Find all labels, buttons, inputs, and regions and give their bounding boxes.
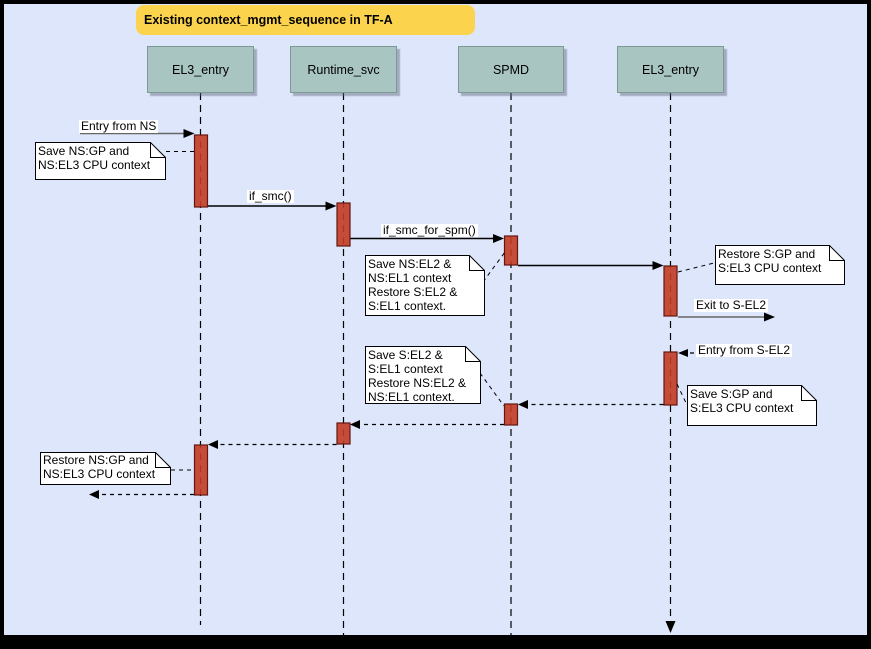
activation-bar bbox=[663, 265, 678, 317]
message-if-smc-for-spm bbox=[350, 234, 504, 243]
lifeline-label: EL3_entry bbox=[642, 62, 699, 77]
note-save-s-el2: Save S:EL2 & S:EL1 context Restore NS:EL… bbox=[365, 346, 481, 404]
message-if-smc bbox=[208, 201, 337, 211]
note-connectors bbox=[166, 151, 715, 471]
arrowhead-icon bbox=[325, 201, 337, 211]
lifeline-label: EL3_entry bbox=[172, 62, 229, 77]
activation-bar bbox=[663, 351, 678, 406]
message-entry-from-ns bbox=[80, 129, 195, 138]
message-label-if-smc: if_smc() bbox=[247, 189, 294, 203]
activation-bar bbox=[193, 444, 209, 496]
lifeline-end-arrow-icon bbox=[665, 621, 676, 633]
arrowhead-icon bbox=[493, 234, 504, 243]
note-save-ns-gp: Save NS:GP and NS:EL3 CPU context bbox=[35, 142, 166, 180]
message-label-if-smc-for-spm: if_smc_for_spm() bbox=[381, 223, 478, 237]
note-connector bbox=[676, 383, 688, 406]
message-exit-to-s-el2 bbox=[678, 312, 775, 322]
arrowhead-icon bbox=[350, 420, 360, 429]
diagram-canvas bbox=[4, 4, 867, 635]
arrowhead-icon bbox=[518, 400, 528, 409]
activation-bar bbox=[503, 235, 519, 266]
arrowhead-icon bbox=[183, 129, 195, 138]
note-text: Save NS:EL2 & NS:EL1 context Restore S:E… bbox=[368, 257, 458, 313]
activation-bar bbox=[503, 403, 519, 426]
lifeline-head-runtime-svc: Runtime_svc bbox=[290, 46, 397, 93]
note-restore-ns-gp: Restore NS:GP and NS:EL3 CPU context bbox=[40, 452, 171, 485]
message-label-exit-to-s-el2: Exit to S-EL2 bbox=[694, 298, 769, 312]
message-label-entry-from-ns: Entry from NS bbox=[79, 119, 159, 133]
message-spmd-to-el3 bbox=[518, 261, 664, 270]
return-message-runtime-to-el3 bbox=[208, 440, 337, 449]
note-text: Save S:GP and S:EL3 CPU context bbox=[690, 387, 794, 415]
return-message-el3-to-spmd bbox=[518, 400, 664, 409]
note-text: Save S:EL2 & S:EL1 context Restore NS:EL… bbox=[368, 348, 467, 403]
note-connector bbox=[479, 372, 505, 407]
activation-bars bbox=[193, 134, 678, 496]
note-connector bbox=[482, 251, 506, 283]
return-message-el3-to-ns bbox=[89, 490, 194, 499]
note-save-ns-el2: Save NS:EL2 & NS:EL1 context Restore S:E… bbox=[365, 255, 485, 316]
note-text: Restore S:GP and S:EL3 CPU context bbox=[718, 247, 822, 275]
diagram-title: Existing context_mgmt_sequence in TF-A bbox=[136, 5, 475, 35]
activation-bar bbox=[336, 202, 351, 247]
note-save-s-gp: Save S:GP and S:EL3 CPU context bbox=[687, 385, 817, 426]
note-restore-s-gp: Restore S:GP and S:EL3 CPU context bbox=[715, 245, 845, 285]
note-connector bbox=[677, 262, 715, 273]
activation-bar bbox=[336, 422, 351, 445]
note-text: Restore NS:GP and NS:EL3 CPU context bbox=[43, 453, 156, 481]
lifeline-head-el3-entry-2: EL3_entry bbox=[617, 46, 724, 93]
note-text: Save NS:GP and NS:EL3 CPU context bbox=[38, 144, 151, 172]
arrowhead-icon bbox=[208, 440, 218, 449]
diagram-title-label: Existing context_mgmt_sequence in TF-A bbox=[144, 13, 393, 27]
lifeline-head-spmd: SPMD bbox=[458, 46, 564, 93]
return-message-spmd-to-runtime bbox=[350, 420, 504, 429]
lifeline-head-el3-entry-1: EL3_entry bbox=[147, 46, 254, 93]
arrowhead-icon bbox=[678, 349, 688, 357]
arrowhead-icon bbox=[89, 490, 99, 499]
message-label-entry-from-s-el2: Entry from S-EL2 bbox=[696, 343, 793, 357]
lifeline-label: Runtime_svc bbox=[307, 62, 380, 77]
activation-bar bbox=[193, 134, 209, 208]
arrowhead-icon bbox=[764, 312, 775, 322]
arrowhead-icon bbox=[652, 261, 664, 270]
lifeline-label: SPMD bbox=[492, 62, 530, 77]
